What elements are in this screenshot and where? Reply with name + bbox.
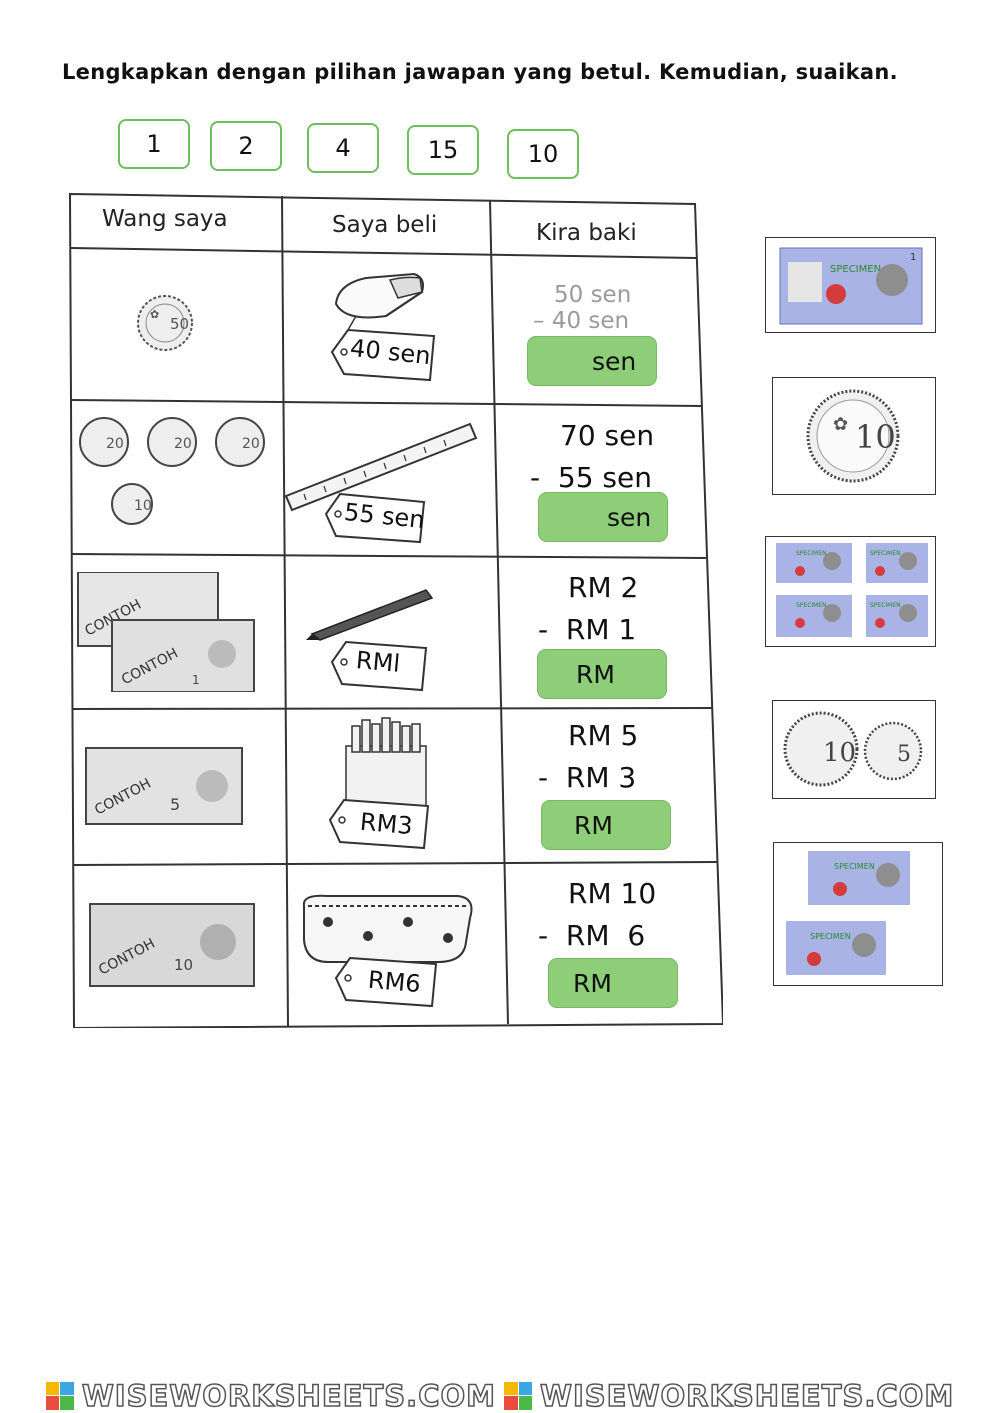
- worksheet-table: Wang saya Saya beli Kira baki 50 ✿ 40 se…: [68, 192, 723, 1028]
- rm1-notes-icon: CONTOH CONTOH 1: [77, 572, 255, 692]
- svg-text:20: 20: [174, 436, 192, 452]
- brand-logo-icon: [504, 1381, 532, 1410]
- match-option-four-rm1-notes[interactable]: SPECIMEN SPECIMEN SPECIMEN SPECIMEN: [765, 536, 936, 647]
- footer-brand-text: WISEWORKSHEETS.COM: [539, 1378, 955, 1413]
- price-tag-pencil-text: RMl: [354, 646, 402, 678]
- svg-text:10: 10: [823, 738, 856, 768]
- svg-text:SPECIMEN: SPECIMEN: [810, 932, 851, 941]
- row4-line1: RM 5: [568, 719, 639, 752]
- svg-text:20: 20: [106, 436, 124, 452]
- header-kira-baki: Kira baki: [536, 220, 637, 246]
- rm1-note-image: SPECIMEN 1: [779, 247, 923, 325]
- answer-chip-4[interactable]: 4: [307, 123, 379, 173]
- price-tag-pencil-case-text: RM6: [366, 965, 422, 999]
- row2-line2: - 55 sen: [530, 461, 652, 494]
- ruler-icon: [284, 422, 478, 512]
- price-tag-eraser: [330, 328, 436, 382]
- price-tag-crayons: [328, 798, 430, 850]
- svg-text:SPECIMEN: SPECIMEN: [834, 862, 875, 871]
- pencil-icon: [306, 589, 434, 641]
- four-rm1-notes-image: SPECIMEN SPECIMEN SPECIMEN SPECIMEN: [776, 543, 928, 637]
- price-tag-ruler: [324, 492, 426, 544]
- rm10-note-icon: CONTOH 10: [89, 903, 255, 987]
- row4-answer-unit: RM: [574, 810, 613, 840]
- eraser-icon: [334, 272, 424, 331]
- match-option-10-and-5-sen-coins[interactable]: 10 5: [772, 700, 936, 799]
- row1-line1: 50 sen: [554, 282, 632, 308]
- pencil-case-icon: [302, 894, 473, 963]
- header-wang-saya: Wang saya: [102, 206, 228, 232]
- svg-text:20: 20: [242, 436, 260, 452]
- svg-text:SPECIMEN: SPECIMEN: [830, 264, 881, 275]
- svg-text:5: 5: [897, 742, 911, 767]
- row3-line2: - RM 1: [538, 613, 637, 646]
- row1-answer-box[interactable]: sen: [527, 336, 657, 386]
- rm5-note-icon: CONTOH 5: [85, 747, 243, 825]
- coin-10-sen-image: 10 ✿: [806, 389, 900, 483]
- svg-text:10: 10: [134, 498, 152, 514]
- row3-answer-box[interactable]: RM: [537, 649, 667, 699]
- svg-text:10: 10: [855, 418, 896, 456]
- row3-answer-unit: RM: [576, 659, 615, 689]
- svg-text:✿: ✿: [833, 414, 848, 435]
- row3-line1: RM 2: [568, 571, 639, 604]
- svg-text:1: 1: [192, 673, 200, 687]
- row2-answer-box[interactable]: sen: [538, 492, 668, 542]
- row5-answer-box[interactable]: RM: [548, 958, 678, 1008]
- svg-text:1: 1: [910, 252, 916, 263]
- footer-brand-bar: WISEWORKSHEETS.COM WISEWORKSHEETS.COM: [0, 1378, 1000, 1413]
- row2-line1: 70 sen: [560, 419, 655, 452]
- match-option-two-rm1-notes[interactable]: SPECIMEN SPECIMEN: [773, 842, 943, 986]
- svg-text:SPECIMEN: SPECIMEN: [870, 602, 901, 609]
- svg-text:5: 5: [170, 795, 180, 814]
- svg-text:✿: ✿: [150, 308, 159, 321]
- coin-value: 50: [170, 315, 189, 333]
- price-tag-crayons-text: RM3: [358, 807, 414, 841]
- svg-text:10: 10: [174, 956, 193, 974]
- table-grid: [68, 192, 723, 1028]
- match-option-10-sen-coin[interactable]: 10 ✿: [772, 377, 936, 495]
- row2-answer-unit: sen: [607, 502, 652, 532]
- coins-20-20-20-10-icon: 20 20 20 10: [79, 417, 265, 525]
- row5-answer-unit: RM: [573, 968, 612, 998]
- price-tag-pencil-case: [334, 956, 438, 1008]
- answer-chip-10[interactable]: 10: [507, 129, 579, 179]
- footer-brand-text: WISEWORKSHEETS.COM: [81, 1378, 496, 1413]
- coin-50-sen-icon: 50 ✿: [137, 295, 193, 351]
- brand-logo-icon: [45, 1381, 74, 1410]
- two-rm1-notes-image: SPECIMEN SPECIMEN: [786, 851, 910, 975]
- answer-chip-15[interactable]: 15: [407, 125, 479, 175]
- answer-chip-1[interactable]: 1: [118, 119, 190, 169]
- match-option-rm1-note[interactable]: SPECIMEN 1: [765, 237, 936, 333]
- row1-line2: – 40 sen: [533, 308, 630, 334]
- row5-line1: RM 10: [568, 877, 657, 910]
- row4-answer-box[interactable]: RM: [541, 800, 671, 850]
- coins-10-and-5-sen-image: 10 5: [783, 711, 923, 787]
- price-tag-pencil: [330, 640, 428, 692]
- row4-line2: - RM 3: [538, 761, 637, 794]
- row5-line2: - RM 6: [538, 919, 646, 952]
- svg-text:SPECIMEN: SPECIMEN: [870, 550, 901, 557]
- header-saya-beli: Saya beli: [332, 212, 438, 238]
- svg-text:SPECIMEN: SPECIMEN: [796, 550, 827, 557]
- instruction-text: Lengkapkan dengan pilihan jawapan yang b…: [62, 60, 898, 84]
- row1-answer-unit: sen: [592, 346, 637, 376]
- answer-chip-2[interactable]: 2: [210, 121, 282, 171]
- svg-text:SPECIMEN: SPECIMEN: [796, 602, 827, 609]
